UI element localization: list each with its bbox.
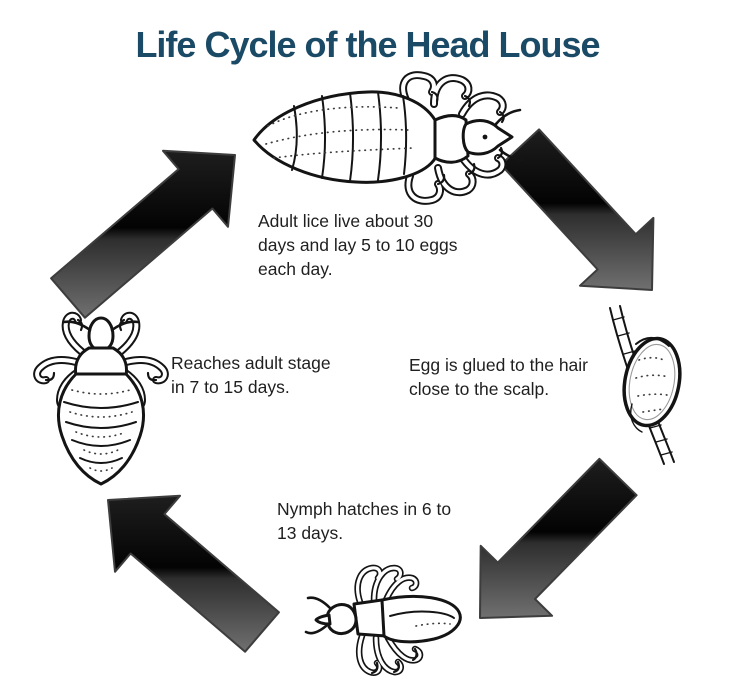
arrow-nymph-to-adultstage bbox=[107, 494, 280, 653]
adult-louse-illustration bbox=[252, 71, 526, 205]
caption-nymph: Nymph hatches in 6 to 13 days. bbox=[277, 499, 452, 543]
egg-illustration bbox=[609, 305, 682, 465]
caption-adult-stage: Reaches adult stage in 7 to 15 days. bbox=[171, 353, 331, 397]
arrow-adult-to-egg bbox=[499, 128, 655, 291]
caption-egg: Egg is glued to the hair close to the sc… bbox=[409, 355, 589, 399]
adult-stage-louse-illustration bbox=[33, 311, 169, 486]
arrow-egg-to-nymph bbox=[479, 457, 638, 619]
nymph-illustration bbox=[304, 564, 462, 676]
page-title: Life Cycle of the Head Louse bbox=[135, 24, 600, 65]
arrow-adultstage-to-adult bbox=[50, 149, 236, 319]
caption-adult: Adult lice live about 30 days and lay 5 … bbox=[258, 211, 458, 279]
